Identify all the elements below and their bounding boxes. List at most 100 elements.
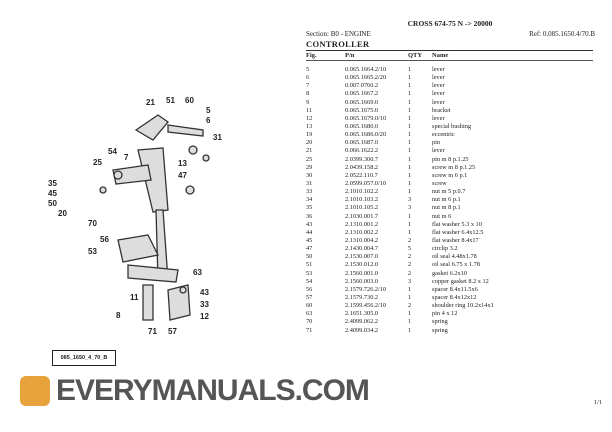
fig-cell: 25 (306, 155, 313, 163)
fig-cell: 13 (306, 122, 313, 130)
part-number-cell: 2.1310.001.2 (345, 220, 379, 228)
callout-number: 51 (166, 96, 175, 105)
fig-cell: 36 (306, 212, 313, 220)
qty-cell: 2 (408, 261, 412, 269)
fig-cell: 57 (306, 293, 313, 301)
fig-cell: 5 (306, 66, 310, 73)
name-cell: pin (432, 139, 441, 147)
name-cell: pin m 8 p.1.25 (432, 155, 469, 163)
part-number-cell: 2.1560.001.0 (345, 269, 379, 277)
callout-number: 11 (130, 293, 139, 302)
fig-cell: 30 (306, 171, 313, 179)
name-cell: bracket (432, 106, 451, 114)
fig-cell: 63 (306, 310, 313, 318)
fig-cell: 12 (306, 114, 313, 122)
name-cell: nut m 8 p.1 (432, 204, 461, 212)
name-cell: screw m 8 p.1.25 (432, 163, 476, 171)
part-number-cell: 0.066.1622.2 (345, 147, 379, 155)
callout-number: 33 (200, 300, 209, 309)
name-cell: flat washer 5.3 x 10 (432, 220, 482, 228)
fig-cell: 51 (306, 261, 313, 269)
callout-number: 53 (88, 247, 97, 256)
qty-cell: 1 (408, 106, 412, 114)
divider (306, 60, 593, 61)
fig-cell: 43 (306, 220, 313, 228)
callout-number: 60 (185, 96, 194, 105)
section-label: Section: B0 - ENGINE (306, 30, 371, 38)
callout-number: 43 (200, 288, 209, 297)
callout-number: 63 (193, 268, 202, 277)
qty-cell: 1 (408, 163, 412, 171)
name-cell: lever (432, 98, 445, 106)
part-number-cell: 2.1010.102.2 (345, 188, 379, 196)
callout-number: 21 (146, 98, 155, 107)
document-title: CROSS 674-75 N -> 20000 (407, 19, 493, 28)
part-number-cell: 2.1599.456.2/10 (345, 302, 387, 310)
fig-cell: 6 (306, 74, 310, 82)
name-cell: spring (432, 318, 448, 326)
part-number-cell: 2.1530.012.0 (345, 261, 379, 269)
part-number-cell: 0.065.1687.0 (345, 139, 379, 147)
fig-cell: 19 (306, 131, 313, 139)
fig-cell: 50 (306, 253, 313, 261)
qty-cell: 2 (408, 236, 412, 244)
name-cell: lever (432, 114, 445, 122)
callout-number: 54 (108, 147, 117, 156)
part-number-cell: 2.1010.103.2 (345, 196, 379, 204)
qty-cell: 1 (408, 131, 412, 139)
qty-cell: 3 (408, 277, 412, 285)
qty-cell: 1 (408, 285, 412, 293)
name-cell: eccentric (432, 131, 455, 139)
name-cell: spacer 8.4x12x12 (432, 293, 477, 301)
qty-cell: 1 (408, 66, 412, 73)
name-cell: flat washer 8.4x17 (432, 236, 479, 244)
qty-cell: 3 (408, 204, 412, 212)
part-number-cell: 2.0599.057.0/10 (345, 179, 387, 187)
qty-cell: 1 (408, 326, 412, 334)
qty-cell: 1 (408, 122, 412, 130)
part-number-cell: 2.0399.300.7 (345, 155, 379, 163)
divider (306, 50, 593, 51)
name-cell: flat washer 6.4x12.5 (432, 228, 484, 236)
part-number-cell: 2.1579.730.2 (345, 293, 379, 301)
col-qty: QTY (408, 52, 423, 59)
name-cell: nut m 5 p.0.7 (432, 188, 466, 196)
part-number-cell: 0.065.1667.2 (345, 90, 379, 98)
qty-cell: 1 (408, 212, 412, 220)
qty-cell: 1 (408, 310, 412, 318)
fig-cell: 45 (306, 236, 313, 244)
callout-number: 6 (206, 116, 211, 125)
callout-number: 12 (200, 312, 209, 321)
part-number-cell: 2.1579.726.2/10 (345, 285, 387, 293)
part-number-cell: 0.065.1679.0/10 (345, 114, 387, 122)
part-number-cell: 0.007.0760.2 (345, 82, 379, 90)
qty-cell: 1 (408, 147, 412, 155)
part-number-cell: 2.0439.158.2 (345, 163, 379, 171)
name-cell: lever (432, 90, 445, 98)
callout-number: 71 (148, 327, 157, 336)
col-fig: Fig. (306, 52, 317, 59)
fig-cell: 34 (306, 196, 313, 204)
callout-number: 70 (88, 219, 97, 228)
part-number-cell: 0.065.1669.0 (345, 98, 379, 106)
group-title: CONTROLLER (306, 39, 370, 49)
fig-cell: 60 (306, 302, 313, 310)
